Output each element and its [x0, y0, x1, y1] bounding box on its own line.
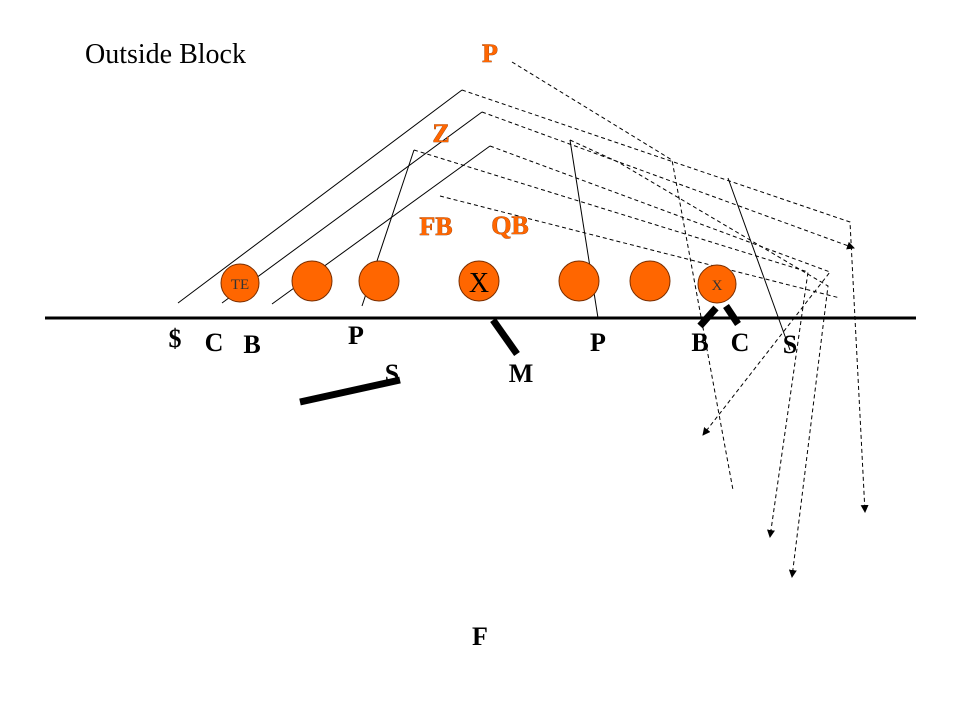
- offensive-line: TE X X: [220, 260, 737, 304]
- defender-label-corner-left: C: [205, 328, 224, 357]
- block-mark-right-2: [723, 304, 741, 326]
- block-mark-right-1: [697, 305, 719, 329]
- defender-label-safety-right: S: [783, 330, 797, 359]
- back-label-qb: QB: [491, 211, 529, 240]
- player-tight-end: [220, 263, 260, 303]
- player-tackle-right: [629, 260, 671, 302]
- player-guard-left: [358, 260, 400, 302]
- offensive-backs: P Z FB QB: [419, 39, 529, 242]
- center-label: X: [469, 268, 489, 299]
- release-route-right-edge: [727, 177, 791, 351]
- pursuit-routes: [413, 61, 869, 578]
- block-mark-center: [490, 317, 520, 357]
- route-dash-7: [439, 195, 841, 299]
- block-mark-safety: [299, 376, 401, 406]
- player-guard-right: [558, 260, 600, 302]
- route-dash-6: [569, 139, 829, 578]
- defender-label-p-right: P: [590, 328, 606, 357]
- back-label-z: Z: [432, 119, 449, 148]
- defender-label-b-right: B: [691, 328, 708, 357]
- defender-label-money: $: [169, 324, 182, 353]
- block-marks: [299, 304, 741, 406]
- release-route-outer: [177, 89, 463, 304]
- defense-left: $ C B P: [169, 321, 365, 359]
- defense-right: P B C S: [590, 328, 797, 359]
- defender-label-f: F: [472, 622, 488, 651]
- defender-label-b-left: B: [243, 330, 260, 359]
- tight-end-label: TE: [231, 277, 249, 293]
- player-split-end: [697, 264, 737, 304]
- route-dash-4: [489, 145, 831, 436]
- player-tackle-left: [291, 260, 333, 302]
- defender-label-p-left: P: [348, 321, 364, 350]
- back-label-fb: FB: [419, 212, 452, 241]
- release-routes: [177, 89, 791, 351]
- route-dash-3: [481, 111, 855, 250]
- split-end-label: X: [712, 278, 723, 294]
- defender-label-corner-right: C: [731, 328, 750, 357]
- defender-label-s: S: [385, 359, 399, 388]
- back-label-p: P: [482, 39, 498, 68]
- route-dash-2: [461, 89, 869, 513]
- diagram-title: Outside Block: [85, 39, 246, 70]
- player-center: [458, 260, 500, 302]
- route-dash-5: [413, 149, 809, 538]
- release-route-middle: [221, 111, 483, 304]
- defense-second-level: S M: [385, 359, 534, 388]
- defender-label-m: M: [509, 359, 534, 388]
